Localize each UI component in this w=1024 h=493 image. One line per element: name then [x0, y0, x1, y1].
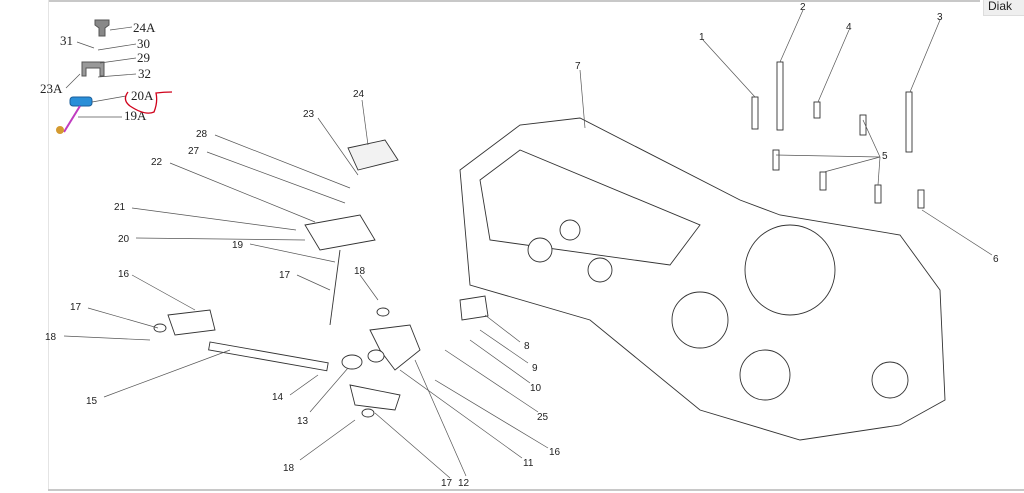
bolts — [751, 61, 925, 209]
inset-label: 19A — [124, 108, 147, 123]
inset-label: 31 — [60, 33, 73, 48]
inset-label: 24A — [133, 20, 156, 35]
diak-button[interactable]: Diak — [983, 0, 1024, 16]
callout-label: 15 — [86, 396, 98, 407]
inset-label: 30 — [137, 36, 150, 51]
callout-label: 24 — [353, 89, 365, 100]
page-border-left — [48, 0, 49, 491]
callout-label: 13 — [297, 416, 309, 427]
callout-label: 4 — [846, 22, 852, 33]
callout-label: 22 — [151, 157, 163, 168]
red-circle-annotation — [124, 91, 173, 114]
callout-label: 17 — [279, 270, 291, 281]
callout-label: 27 — [188, 146, 200, 157]
callout-label: 16 — [118, 269, 130, 280]
callout-label: 19 — [232, 240, 244, 251]
page-border-bottom — [48, 489, 1024, 491]
callout-label: 9 — [532, 363, 538, 374]
callout-label: 21 — [114, 202, 126, 213]
callout-label: 6 — [993, 254, 999, 265]
callout-label: 10 — [530, 383, 542, 394]
linkage-parts — [153, 139, 489, 418]
callout-label: 25 — [537, 412, 549, 423]
inset-label: 32 — [138, 66, 151, 81]
callout-label: 17 — [441, 478, 453, 489]
callout-label: 28 — [196, 129, 208, 140]
callout-label: 7 — [575, 61, 581, 72]
page-border-top — [48, 0, 980, 2]
callout-label: 1 — [699, 32, 705, 43]
gearbox-housing — [459, 117, 946, 441]
callout-label: 23 — [303, 109, 315, 120]
inset-assembly: 24A 31 30 29 32 23A 20A 19A — [40, 19, 173, 134]
callout-label: 2 — [800, 2, 806, 13]
inset-label: 29 — [137, 50, 150, 65]
callout-label: 12 — [458, 478, 470, 489]
callout-label: 3 — [937, 12, 943, 23]
callout-label: 20 — [118, 234, 130, 245]
inset-label: 23A — [40, 81, 63, 96]
callout-label: 5 — [882, 151, 888, 162]
callout-label: 16 — [549, 447, 561, 458]
callout-label: 18 — [354, 266, 366, 277]
callout-label: 18 — [283, 463, 295, 474]
callout-label: 8 — [524, 341, 530, 352]
callout-label: 14 — [272, 392, 284, 403]
callout-label: 18 — [45, 332, 57, 343]
callout-label: 17 — [70, 302, 82, 313]
leader-lines — [63, 9, 993, 479]
callout-label: 11 — [523, 458, 534, 469]
callout-labels: 1 2 3 4 5 6 7 8 9 10 11 12 13 14 15 16 1… — [45, 2, 999, 489]
inset-label-highlighted: 20A — [131, 88, 154, 103]
